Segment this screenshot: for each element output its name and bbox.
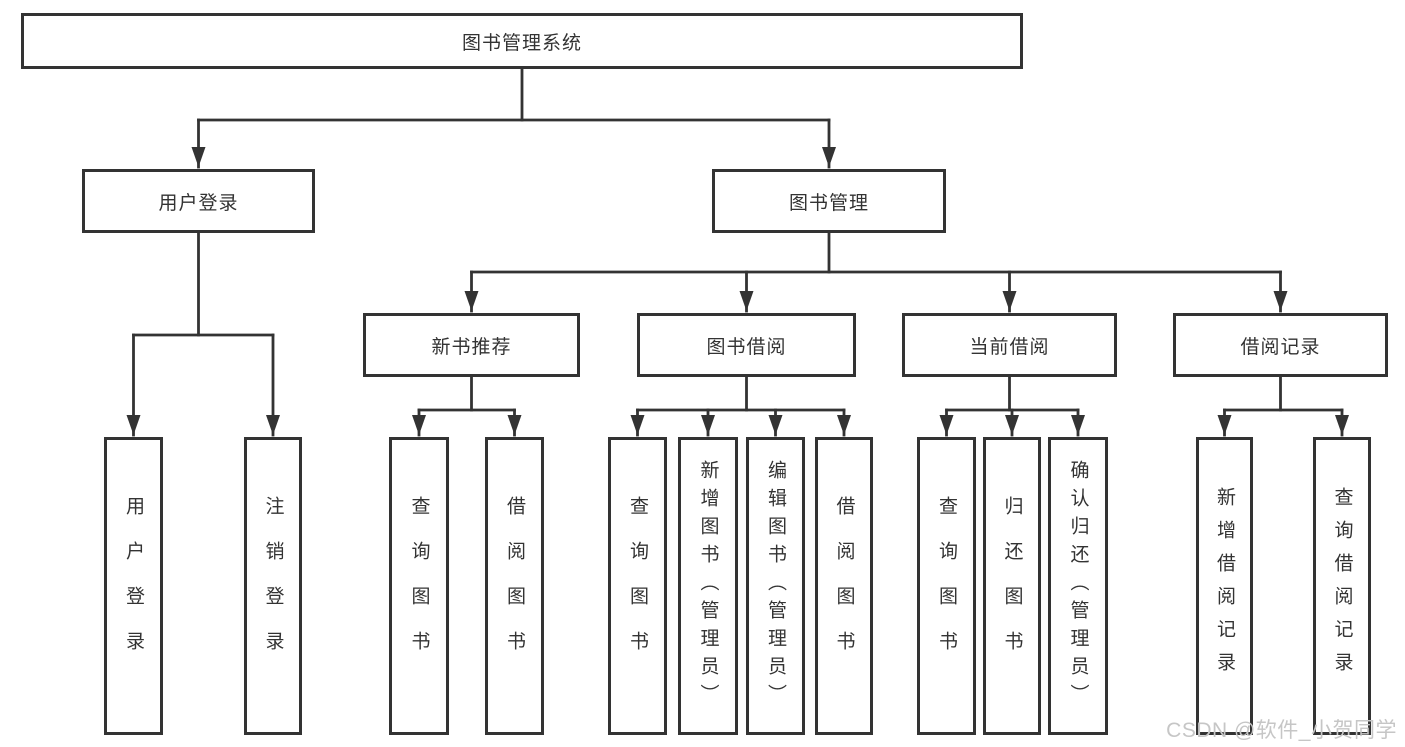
- node-login: 用户登录: [104, 437, 163, 735]
- node-label: 图书借阅: [706, 336, 787, 358]
- node-bb-add-book-admin: 新增图书（管理员）: [678, 437, 738, 735]
- node-label: 新增借阅记录: [1214, 487, 1235, 685]
- node-label: 注销登录: [262, 496, 284, 676]
- node-br-query-record: 查询借阅记录: [1313, 437, 1371, 735]
- node-label: 借阅图书: [833, 496, 855, 676]
- node-cb-confirm-return-admin: 确认归还（管理员）: [1048, 437, 1108, 735]
- node-label: 借阅记录: [1240, 336, 1321, 358]
- watermark: CSDN @软件_小贺同学: [1166, 719, 1397, 742]
- node-bb-query-book: 查询图书: [608, 437, 667, 735]
- node-bb-edit-book-admin: 编辑图书（管理员）: [746, 437, 805, 735]
- node-label: 查询借阅记录: [1331, 487, 1353, 685]
- node-book-borrow: 图书借阅: [637, 313, 856, 377]
- node-new-book-recommend: 新书推荐: [363, 313, 580, 377]
- node-label: 新书推荐: [431, 336, 512, 358]
- node-cb-query-book: 查询图书: [917, 437, 976, 735]
- node-label: 借阅图书: [504, 496, 525, 676]
- node-bb-borrow-book: 借阅图书: [815, 437, 873, 735]
- node-system: 图书管理系统: [21, 13, 1023, 69]
- node-logout: 注销登录: [244, 437, 302, 735]
- node-label: 新增图书（管理员）: [697, 460, 719, 712]
- node-book-manage: 图书管理: [712, 169, 946, 233]
- node-br-add-record: 新增借阅记录: [1196, 437, 1253, 735]
- node-label: 归还图书: [1001, 496, 1023, 676]
- node-label: 图书管理: [788, 192, 869, 214]
- node-label: 用户登录: [158, 192, 239, 214]
- node-label: 查询图书: [936, 496, 957, 676]
- node-nbr-query-book: 查询图书: [389, 437, 449, 735]
- node-nbr-borrow-book: 借阅图书: [485, 437, 544, 735]
- node-label: 查询图书: [408, 496, 430, 676]
- node-label: 查询图书: [627, 496, 648, 676]
- node-current-borrow: 当前借阅: [902, 313, 1117, 377]
- node-label: 用户登录: [123, 496, 144, 676]
- node-user-login: 用户登录: [82, 169, 315, 233]
- node-label: 确认归还（管理员）: [1067, 460, 1089, 712]
- node-borrow-record: 借阅记录: [1173, 313, 1388, 377]
- node-label: 当前借阅: [969, 336, 1050, 358]
- node-label: 编辑图书（管理员）: [765, 460, 786, 712]
- node-label: 图书管理系统: [461, 32, 582, 54]
- node-cb-return-book: 归还图书: [983, 437, 1041, 735]
